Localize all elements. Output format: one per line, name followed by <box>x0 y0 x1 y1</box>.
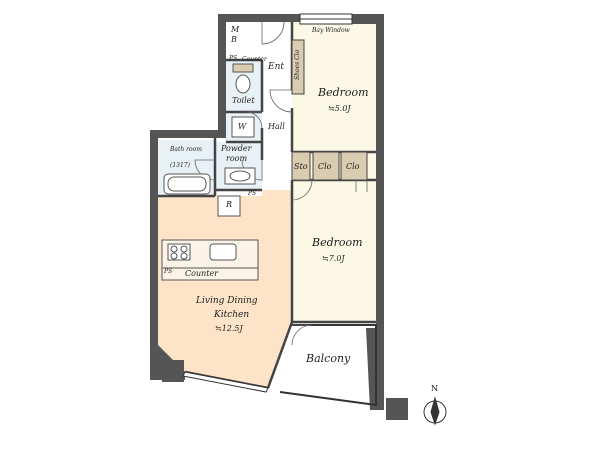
wall-right <box>376 14 384 334</box>
washer-label: W <box>238 122 247 131</box>
bedroom1-area: ≒5.0J <box>328 104 351 113</box>
wall-top-right <box>352 14 382 24</box>
hall-label: Hall <box>268 122 285 131</box>
ps-kitchen-label: PS <box>164 268 173 275</box>
wall-left <box>150 130 158 350</box>
sto-label: Sto <box>294 162 308 171</box>
window-ldk <box>182 371 269 393</box>
mb-label-bottom: B <box>231 35 237 44</box>
walls <box>150 14 408 420</box>
wall-top-left <box>218 14 300 22</box>
ldk-label-2: Kitchen <box>214 310 250 320</box>
north-compass-icon <box>423 396 447 426</box>
bath-size-label: (1317) <box>170 162 190 169</box>
balcony-outline <box>279 324 377 407</box>
toilet-label: Toilet <box>232 96 255 105</box>
shoe-closet <box>291 39 305 95</box>
bath-label: Bath room <box>170 146 202 153</box>
bay-window-label: Bay Window <box>312 27 350 34</box>
powder-label-1: Powder <box>221 144 252 153</box>
balcony-floor <box>280 325 376 405</box>
counter-small-label: Counter <box>242 56 267 63</box>
wall-pillar-bottom-right <box>386 398 408 420</box>
counter-label: Counter <box>185 269 219 278</box>
bay-window <box>299 13 353 25</box>
ldk-label-1: Living Dining <box>196 296 258 306</box>
mb-label-top: M <box>231 25 240 34</box>
closets <box>291 151 368 181</box>
fixtures <box>161 63 259 281</box>
balcony-label: Balcony <box>306 352 351 365</box>
fridge-label: R <box>226 200 233 209</box>
bedroom2-name: Bedroom <box>312 236 363 249</box>
ldk-area: ≒12.5J <box>215 324 243 333</box>
clo1-label: Clo <box>318 162 332 171</box>
doors <box>194 21 368 346</box>
ent-label: Ent <box>268 62 284 72</box>
ldk-floor <box>158 190 292 388</box>
wall-left-upper <box>218 14 226 132</box>
floors <box>158 22 380 405</box>
bedroom1-name: Bedroom <box>318 86 369 99</box>
powder-label-2: room <box>226 154 248 163</box>
bedroom-lower-floor <box>292 180 376 322</box>
clo2-label: Clo <box>346 162 360 171</box>
wall-pillar-bottom-left <box>162 360 184 382</box>
north-label: N <box>431 384 438 393</box>
ps-mid-label: PS <box>248 190 257 197</box>
ps-label-top: PS <box>229 55 238 62</box>
bedroom2-area: ≒7.0J <box>322 254 345 263</box>
bedroom-upper-floor <box>292 22 380 152</box>
wall-bath-top <box>150 130 226 138</box>
shoe-closet-label: Shoes Clo <box>294 49 301 80</box>
